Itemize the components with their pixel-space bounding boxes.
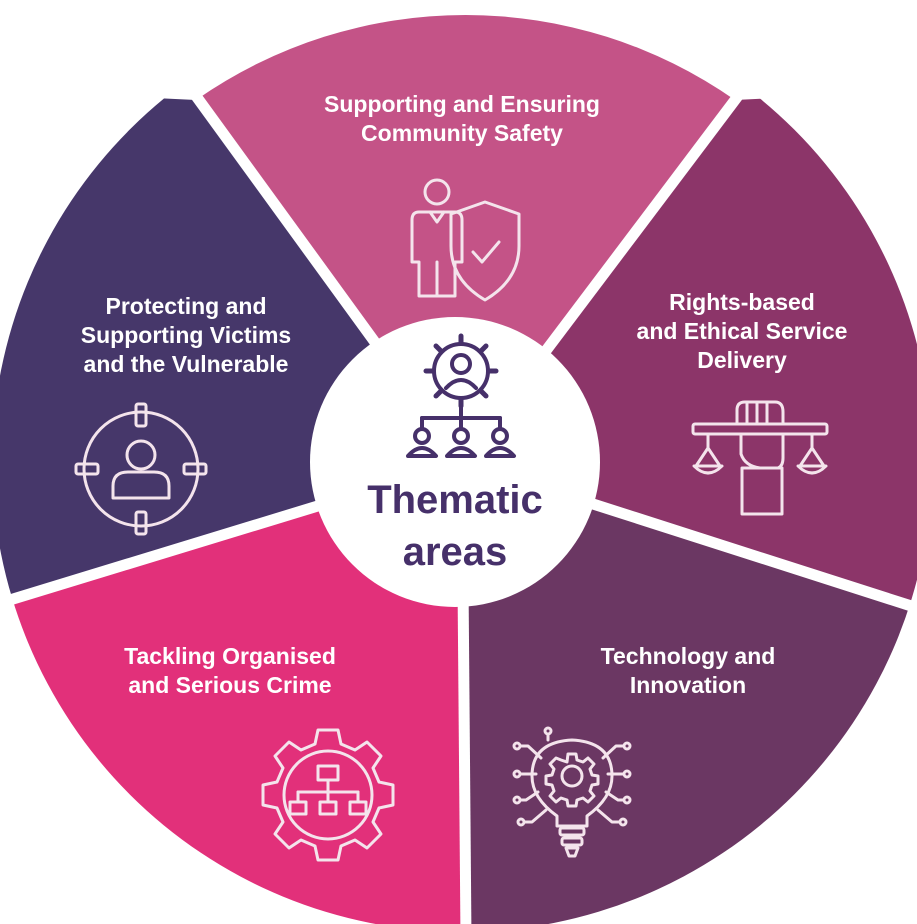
organization-icon xyxy=(406,333,516,458)
person-shield-icon xyxy=(410,178,521,302)
label-community-safety: Supporting and Ensuring Community Safety xyxy=(324,91,600,146)
label-organised-crime: Tackling Organised and Serious Crime xyxy=(124,643,336,698)
label-rights-based: Rights-based and Ethical Service Deliver… xyxy=(636,289,848,373)
center-disc xyxy=(310,317,600,607)
fist-scales-icon xyxy=(691,400,829,516)
label-victims: Protecting and Supporting Victims and th… xyxy=(80,293,292,377)
lightbulb-gear-icon xyxy=(512,726,632,858)
center-title: Thematic areas xyxy=(367,478,543,574)
gear-hierarchy-icon xyxy=(261,728,395,862)
label-technology: Technology and Innovation xyxy=(600,643,776,698)
target-person-icon xyxy=(74,402,208,536)
segment-community-safety xyxy=(196,15,735,462)
